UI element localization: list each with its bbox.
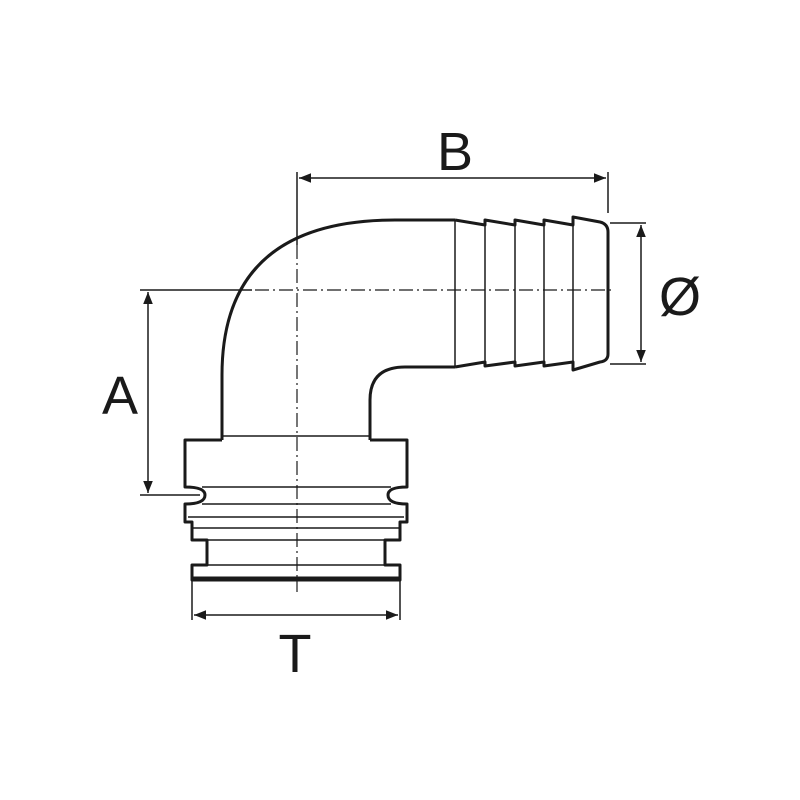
dimension-t-label: T: [279, 624, 312, 684]
dimension-a: A: [102, 289, 252, 496]
hose-barbs: [454, 215, 610, 372]
base-connector: [183, 438, 409, 582]
dimension-a-label: A: [102, 366, 138, 426]
dimension-t: T: [191, 580, 401, 684]
dimension-b: B: [296, 122, 609, 245]
elbow-body: [220, 218, 455, 440]
dimension-diameter: Ø: [610, 222, 701, 365]
dimension-diameter-label: Ø: [659, 267, 701, 327]
dimension-b-label: B: [437, 122, 473, 182]
